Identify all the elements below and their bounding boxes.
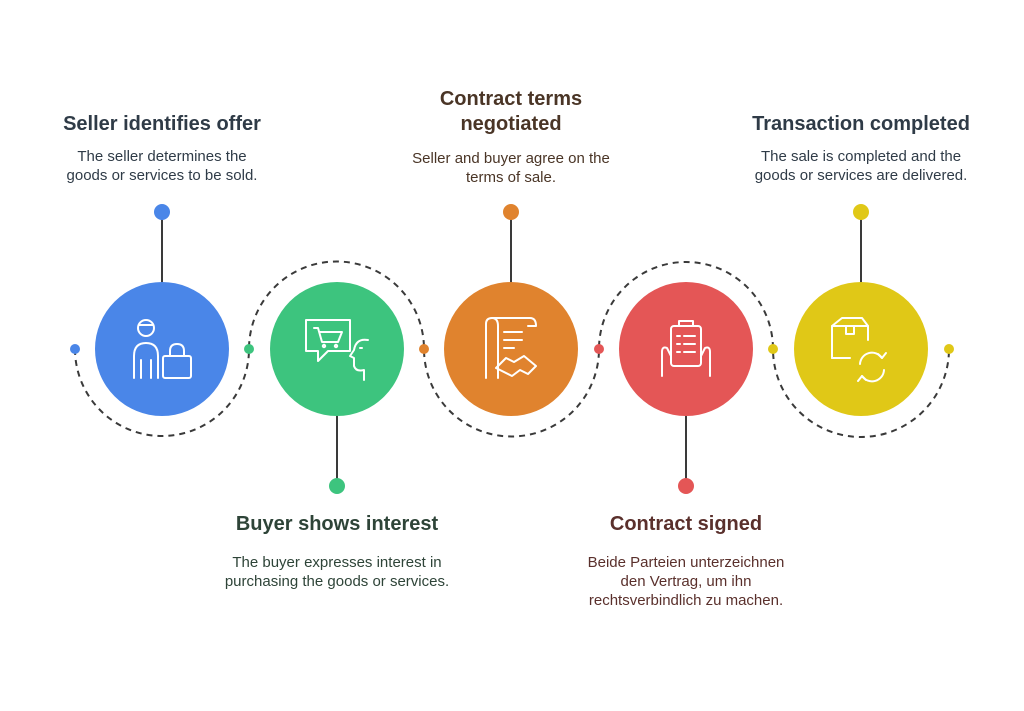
dashed-flow-path xyxy=(74,260,950,438)
waypoint-dot xyxy=(944,344,954,354)
step-seller-text: Seller identifies offer The seller deter… xyxy=(42,112,282,185)
seller-shopping-bag-icon xyxy=(133,319,192,379)
step-description: Seller and buyer agree on the terms of s… xyxy=(412,150,610,186)
step-buyer-text: Buyer shows interest The buyer expresses… xyxy=(217,512,457,591)
connector-dot xyxy=(329,478,345,494)
connector-dot xyxy=(853,204,869,220)
step-signed-text: Contract signed Beide Parteien unterzeic… xyxy=(566,512,806,610)
step-circle-completed xyxy=(794,282,928,416)
waypoint-dot xyxy=(70,344,80,354)
box-refresh-icon xyxy=(831,317,887,383)
step-circle-signed xyxy=(619,282,753,416)
step-title: Seller identifies offer xyxy=(63,113,261,135)
step-title: Buyer shows interest xyxy=(235,513,439,535)
connector-dot xyxy=(154,204,170,220)
clipboard-hands-icon xyxy=(661,320,711,377)
connector-dot xyxy=(503,204,519,220)
waypoint-dot xyxy=(244,344,254,354)
step-title: Transaction completed xyxy=(752,113,970,135)
step-negotiation-text: Contract terms negotiated Seller and buy… xyxy=(401,87,621,187)
step-title: Contract signed xyxy=(609,513,763,535)
step-description: The buyer expresses interest in purchasi… xyxy=(224,554,450,590)
waypoint-dot xyxy=(419,344,429,354)
step-circle-buyer xyxy=(270,282,404,416)
step-completed-text: Transaction completed The sale is comple… xyxy=(741,112,981,185)
contract-handshake-icon xyxy=(485,317,537,379)
cart-speech-icon xyxy=(305,319,369,381)
step-description: Beide Parteien unterzeichnen den Vertrag… xyxy=(587,554,785,609)
connector-dot xyxy=(678,478,694,494)
step-circle-seller xyxy=(95,282,229,416)
waypoint-dot xyxy=(594,344,604,354)
waypoint-dot xyxy=(768,344,778,354)
step-description: The seller determines the goods or servi… xyxy=(66,148,258,184)
step-description: The sale is completed and the goods or s… xyxy=(754,148,968,184)
step-title: Contract terms negotiated xyxy=(439,88,583,135)
